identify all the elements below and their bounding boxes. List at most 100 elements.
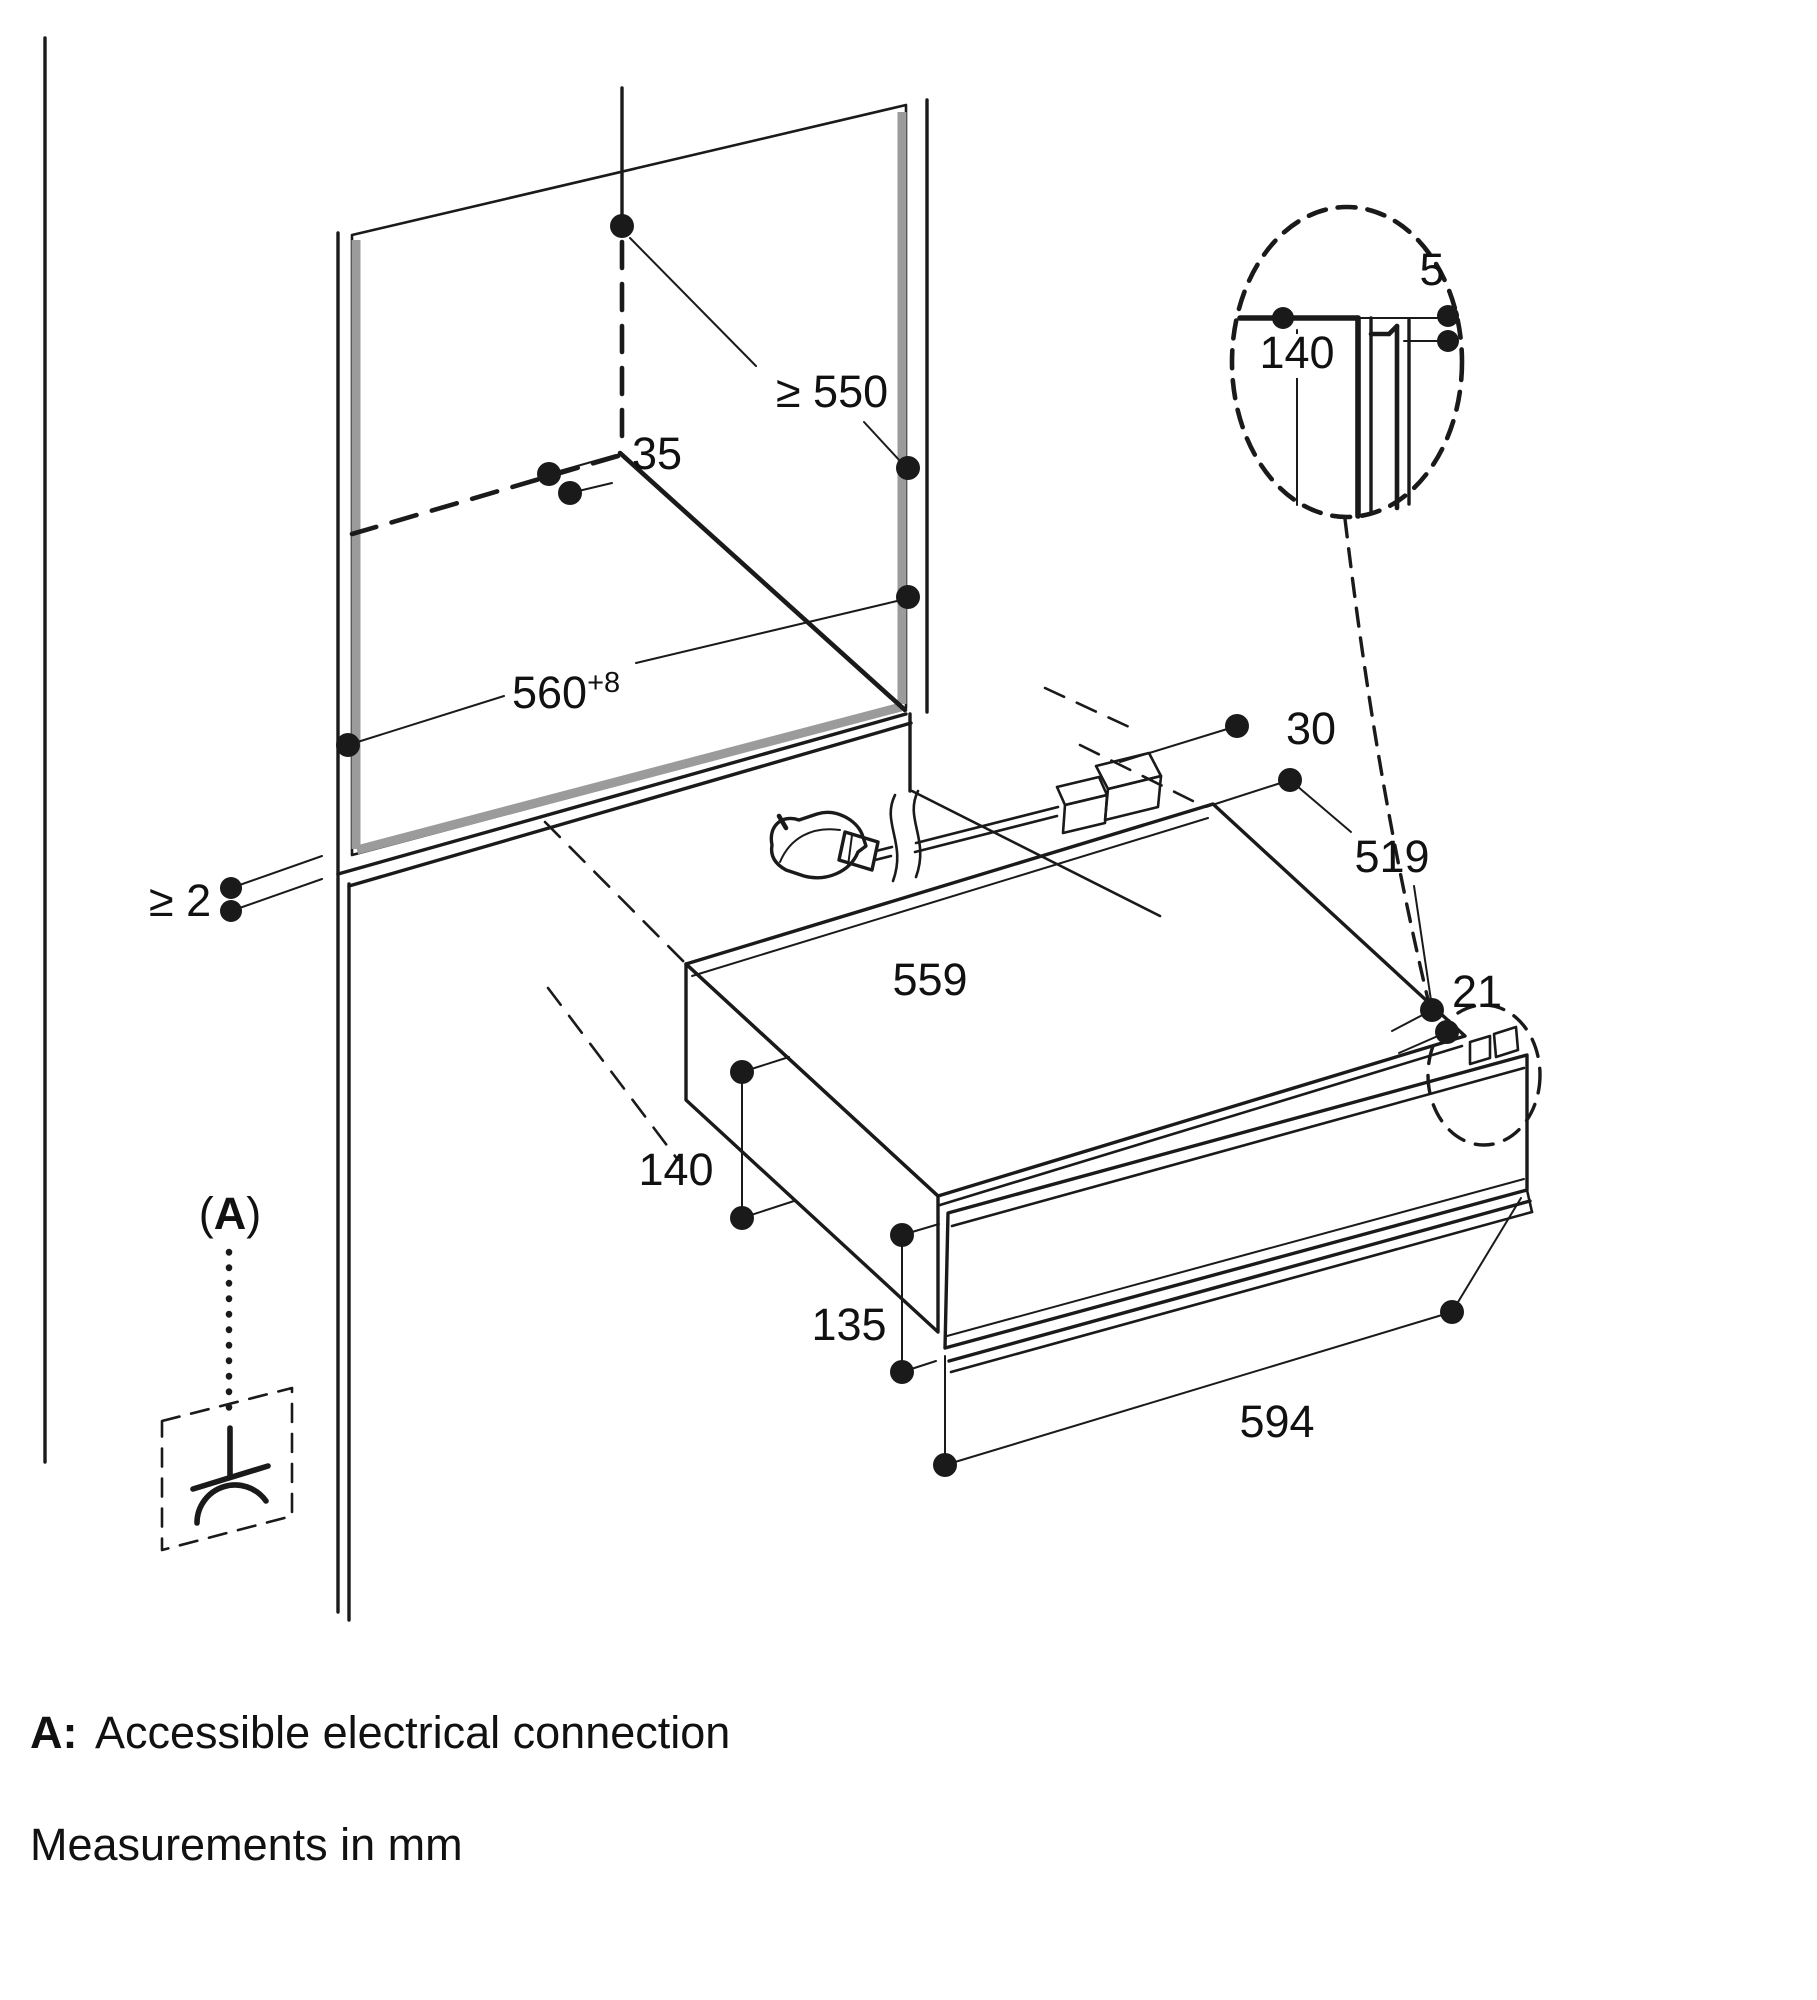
panel-top-trim-line xyxy=(950,1066,1526,1228)
dimension-lines-group xyxy=(230,237,1522,1466)
appliance-left-face xyxy=(684,962,940,1334)
cable-connector xyxy=(1061,793,1109,835)
floor-edge-line xyxy=(910,789,1162,918)
measure-dot xyxy=(1437,305,1459,327)
measure-dot xyxy=(336,733,360,757)
panel-bottom-lip-outer xyxy=(947,1199,1532,1363)
legend-line: A: Accessible electrical connection xyxy=(30,1707,730,1758)
dim-leader xyxy=(1289,779,1352,833)
socket-symbol-icon xyxy=(190,1425,271,1526)
callout-paren-open: ( xyxy=(199,1188,214,1239)
projection-line xyxy=(1078,743,1205,808)
cable-segment xyxy=(873,854,893,862)
plug-nose xyxy=(837,830,880,872)
measure-dot xyxy=(1440,1300,1464,1324)
dim-appliance-width-label: 559 xyxy=(892,954,967,1005)
panel-edge-bottom xyxy=(355,702,903,855)
socket-dashed-frame xyxy=(160,1386,294,1552)
dim-leader xyxy=(1413,885,1433,1008)
shelf-front-edge-outer xyxy=(336,712,908,876)
corner-step-block xyxy=(1468,1034,1492,1066)
projection-line xyxy=(1043,686,1142,734)
callout-paren-close: ) xyxy=(246,1188,261,1239)
dim-side-gap-label: ≥ 2 xyxy=(149,875,211,926)
measurement-dots xyxy=(220,214,1464,1477)
dim-detail-height-label: 140 xyxy=(1259,327,1334,378)
dim-line xyxy=(944,1311,1453,1466)
measure-dot xyxy=(1435,1020,1459,1044)
measure-dot xyxy=(1420,998,1444,1022)
detail-connector-line xyxy=(1343,517,1432,1010)
measure-dot xyxy=(220,900,242,922)
corner-detail-circle xyxy=(1426,1003,1542,1147)
measure-dot xyxy=(730,1206,754,1230)
dim-leader xyxy=(347,695,505,746)
appliance-group xyxy=(684,802,1534,1374)
measure-dot xyxy=(890,1223,914,1247)
top-back-edge-inner xyxy=(691,817,1209,977)
measure-dot xyxy=(896,585,920,609)
measure-dot xyxy=(1278,768,1302,792)
electrical-callout-group xyxy=(160,1248,294,1552)
socket-arc xyxy=(194,1482,269,1526)
dim-niche-width-label: 560+8 xyxy=(512,667,620,718)
dim-panel-width-label: 594 xyxy=(1239,1396,1314,1447)
projection-line xyxy=(546,986,680,1162)
cable-break-mark xyxy=(889,793,899,883)
dim-corner-step-label: 21 xyxy=(1452,966,1502,1017)
body-front-band-line xyxy=(938,1044,1464,1207)
measure-dot xyxy=(890,1360,914,1384)
dim-leader xyxy=(863,421,901,462)
dim-leader xyxy=(1119,725,1238,763)
corner-step-block xyxy=(1492,1025,1520,1059)
plug-contour xyxy=(779,828,841,863)
power-cord-group xyxy=(769,751,1163,883)
dim-appliance-depth-label: 519 xyxy=(1354,831,1429,882)
measure-dot xyxy=(933,1453,957,1477)
niche-width-tolerance: +8 xyxy=(587,667,620,699)
measure-dot xyxy=(610,214,634,238)
power-plug-icon xyxy=(769,810,868,880)
appliance-top-face xyxy=(684,802,1467,1198)
measure-dot xyxy=(537,462,561,486)
cable-break-mark xyxy=(912,789,922,879)
dim-rear-offset-label: 35 xyxy=(632,428,682,479)
cable-segment xyxy=(914,805,1060,845)
units-note: Measurements in mm xyxy=(30,1819,463,1870)
niche-width-value: 560 xyxy=(512,667,587,718)
measure-dot xyxy=(896,456,920,480)
cable-connector xyxy=(1103,774,1163,822)
socket-base-line xyxy=(190,1463,271,1492)
measure-dot xyxy=(1272,307,1294,329)
dim-rear-clearance-label: 30 xyxy=(1286,703,1336,754)
dim-leader xyxy=(1205,779,1291,808)
measure-dot xyxy=(730,1060,754,1084)
dim-niche-depth-label: ≥ 550 xyxy=(776,366,888,417)
label-halo xyxy=(1264,334,1330,378)
dim-panel-height-label: 135 xyxy=(811,1299,886,1350)
dim-detail-gap-label: 5 xyxy=(1419,244,1444,295)
measure-dot xyxy=(220,877,242,899)
dim-leader xyxy=(230,878,323,912)
cable-segment xyxy=(874,845,894,853)
plug-pin xyxy=(776,813,789,831)
panel-lip-corner xyxy=(1525,1188,1534,1214)
dim-leader xyxy=(230,855,323,889)
projection-lines-group xyxy=(543,686,1205,1162)
niche-inner-corner-edge xyxy=(617,450,908,713)
hidden-back-edge-left xyxy=(349,453,621,537)
panel-bottom-trim-line xyxy=(946,1178,1525,1337)
callout-a-label: (A) xyxy=(199,1188,262,1239)
shelf-front-edge-inner xyxy=(347,721,913,888)
callout-letter: A xyxy=(214,1188,247,1239)
panel-bottom-lip-inner xyxy=(949,1210,1534,1374)
dim-leader xyxy=(1451,1197,1522,1313)
measure-dot xyxy=(1225,714,1249,738)
legend-label: Accessible electrical connection xyxy=(95,1707,730,1758)
plug-nose-line xyxy=(847,834,853,867)
detail-circle xyxy=(1229,204,1465,520)
dim-appliance-height-label: 140 xyxy=(638,1144,713,1195)
legend-key: A: xyxy=(30,1707,77,1758)
